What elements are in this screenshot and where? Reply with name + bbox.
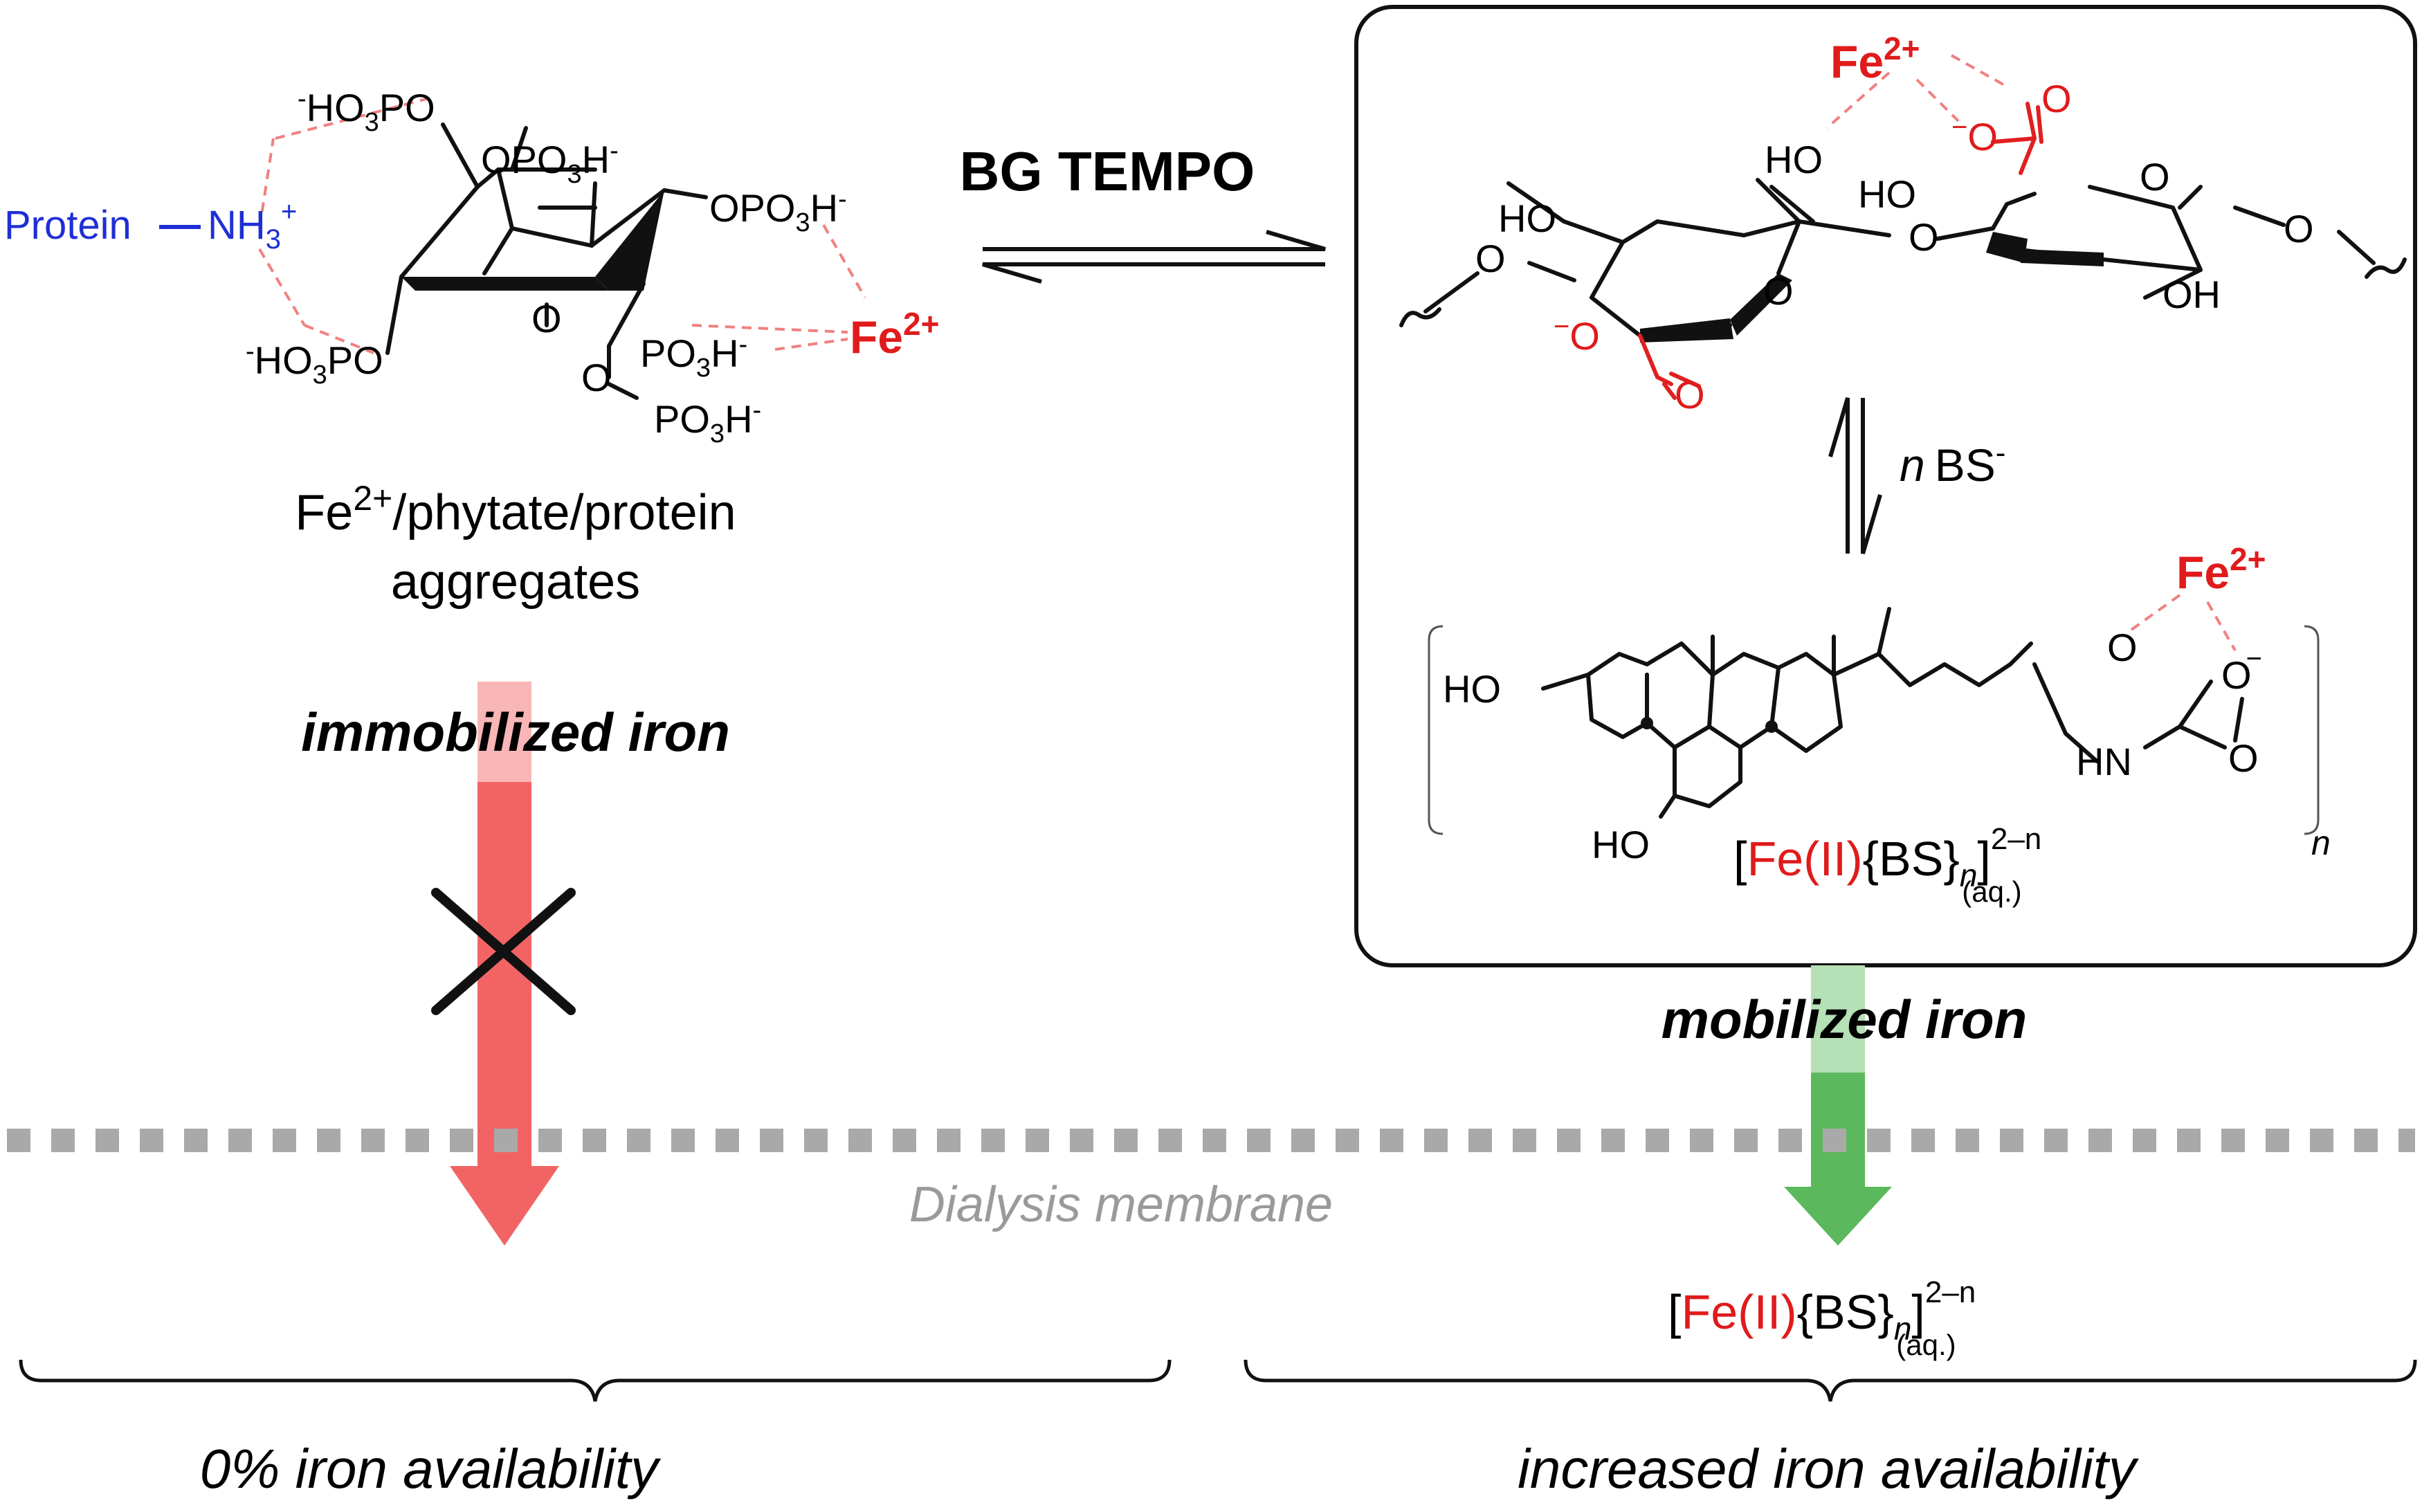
aggregate-caption-line1: Fe2+/phytate/protein <box>295 479 736 540</box>
phosphate-ring: PO3H- <box>640 330 747 383</box>
glycocholate-iron-coordination <box>2130 594 2237 651</box>
bile-carbonyl-oxygen: O <box>2228 736 2259 780</box>
glycosidic-oxygen-left: O <box>1475 237 1506 280</box>
increased-availability-label: increased iron availability <box>1518 1438 2140 1500</box>
equilibrium-arrows <box>982 230 1326 284</box>
phosphate-right: OPO3H- <box>709 185 847 237</box>
iron-ion-left: Fe2+ <box>850 306 939 363</box>
left-brace <box>19 1359 1172 1402</box>
ammonium-group: NH3+ <box>208 197 297 255</box>
bile-carboxylate-oxygen: O− <box>2221 644 2262 697</box>
glycosidic-oxygen-middle: O <box>1909 215 1939 259</box>
repeat-count: n <box>2311 823 2331 862</box>
reaction-label: BG TEMPO <box>960 140 1255 202</box>
immobilized-label: immobilized iron <box>301 702 730 763</box>
iron-ion-polysaccharide: Fe2+ <box>1830 30 1920 87</box>
phosphate-bottom-left: -HO3PO <box>246 337 383 390</box>
immobilized-arrow <box>450 682 559 1246</box>
carboxylate-bottom: −O <box>1554 311 1600 358</box>
blocked-cross-icon <box>431 888 576 1015</box>
iron-ion-bile: Fe2+ <box>2176 541 2266 598</box>
ring-oxygen-2: O <box>2140 155 2170 199</box>
carbonyl-top: O <box>2041 77 2072 120</box>
membrane-label: Dialysis membrane <box>909 1177 1333 1232</box>
complex-formula-output: [Fe(II){BS}n]2–n(aq.) <box>1668 1275 1976 1361</box>
phosphate-top-middle: OPO3H- <box>481 136 619 189</box>
mobilization-panel <box>1354 5 2417 967</box>
protein-label: Protein <box>4 203 131 248</box>
hydroxyl-left: HO <box>1498 197 1556 240</box>
polysaccharide-structure <box>1399 178 2407 343</box>
ring-oxygen-1: O <box>1763 269 1794 313</box>
mobilized-label: mobilized iron <box>1661 989 2028 1050</box>
complex-formula-panel: [Fe(II){BS}n]2–n(aq.) <box>1733 822 2041 908</box>
bile-hydroxyl-left: HO <box>1443 667 1501 711</box>
carbonyl-bottom: O <box>1675 373 1705 417</box>
aggregate-caption-line2: aggregates <box>391 554 640 610</box>
glycosidic-oxygen-right: O <box>2284 207 2314 251</box>
amide-oxygen: O <box>2107 626 2138 669</box>
vertical-equilibrium-arrows <box>1828 397 1882 554</box>
phytate-aggregate-structure <box>159 97 866 400</box>
amide-nh: HN <box>2076 740 2132 783</box>
bridging-oxygen: O <box>581 356 612 399</box>
glycocholate-structure <box>1428 607 2320 835</box>
phosphate-top-left: -HO3PO <box>298 84 435 137</box>
bile-hydroxyl-bottom: HO <box>1592 823 1650 866</box>
right-brace <box>1244 1359 2417 1402</box>
carboxylate-top: −O <box>1951 112 1998 158</box>
phosphate-bottom: PO3H- <box>654 396 761 448</box>
polysaccharide-iron-coordination <box>1825 54 2007 129</box>
zero-availability-label: 0% iron availability <box>200 1438 662 1500</box>
polysaccharide-carboxylates <box>1638 102 2043 400</box>
ring-oxygen: O <box>531 297 562 340</box>
hydroxyl-top: HO <box>1765 138 1823 181</box>
hydroxyl-right: OH <box>2162 273 2221 316</box>
hydroxyl-middle: HO <box>1858 172 1916 216</box>
